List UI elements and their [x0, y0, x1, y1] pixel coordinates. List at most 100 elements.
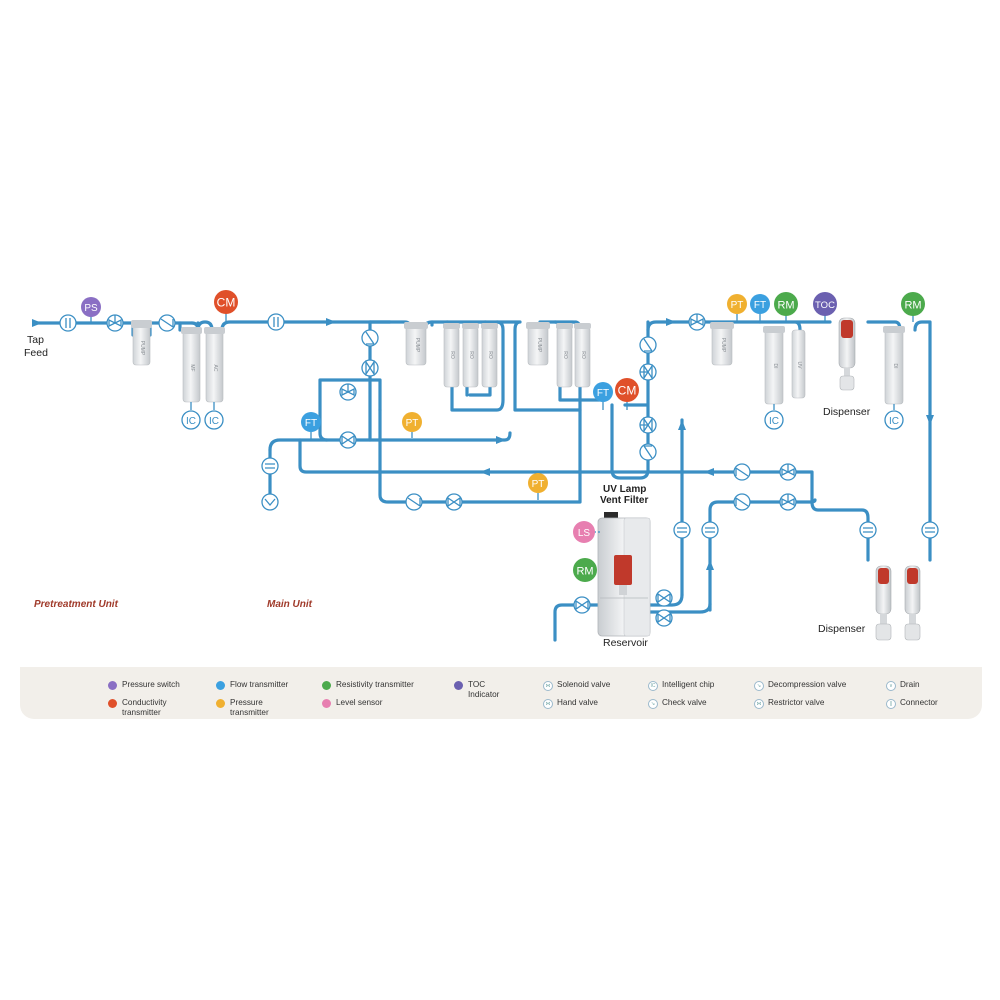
legend-resistivity: Resistivity transmitter: [322, 680, 442, 690]
svg-text:RM: RM: [904, 300, 921, 312]
dispenser-bottom-1[interactable]: [875, 565, 892, 641]
connector-icon: [673, 521, 691, 539]
legend-pressure-transmitter: Pressure transmitter: [216, 698, 286, 717]
svg-text:TOC: TOC: [815, 300, 835, 311]
check-valve-icon: [158, 314, 176, 332]
conductivity-sensor-icon: CM: [615, 378, 639, 410]
pressure-transmitter-icon: PT: [727, 294, 747, 322]
intelligent-chip-icon: IC: [648, 681, 658, 691]
restrictor-valve-icon: ⋈: [754, 699, 764, 709]
legend-toc: TOC Indicator: [454, 680, 509, 699]
cartridge-ac: AC: [204, 327, 225, 403]
arrow-icon: [496, 436, 506, 444]
arrow-icon: [480, 468, 490, 476]
pipe-ft-return: [268, 438, 329, 452]
level-sensor-icon: LS: [573, 521, 602, 543]
legend-connector: ||Connector: [886, 698, 966, 709]
check-valve-icon: ↘: [648, 699, 658, 709]
svg-text:DI: DI: [892, 364, 898, 369]
legend-drain: ∨Drain: [886, 680, 966, 691]
intelligent-chips: IC IC IC IC: [181, 402, 904, 430]
pipe-res-out: [648, 593, 712, 614]
svg-text:RO: RO: [562, 351, 568, 359]
legend: Pressure switch Conductivity transmitter…: [20, 667, 982, 719]
dispenser-bottom-2[interactable]: [904, 565, 921, 641]
cartridges: PUMP MF AC PUMP RO RO RO PUMP RO RO PUMP…: [131, 320, 905, 405]
cartridge-pump-pre: PUMP: [131, 320, 152, 366]
labels: Tap Feed Pretreatment Unit Main Unit UV …: [24, 334, 871, 649]
svg-text:CM: CM: [217, 296, 236, 310]
solenoid-valve-icon: [339, 383, 357, 401]
connector-icon: [701, 521, 719, 539]
check-valve-icon: [361, 329, 379, 347]
main-unit-label: Main Unit: [267, 599, 313, 610]
arrow-icon: [926, 415, 934, 425]
solenoid-valve-icon: [106, 314, 124, 332]
pipe-polish-top: [758, 320, 932, 422]
legend-restrictor-valve: ⋈Restrictor valve: [754, 698, 874, 709]
arrow-icon: [678, 420, 686, 430]
arrow-icon: [326, 318, 336, 326]
pressure-transmitter-icon: PT: [402, 412, 422, 438]
resistivity-sensor-icon: RM: [774, 292, 798, 322]
cartridge-pump-main-2: PUMP: [526, 322, 550, 366]
cartridge-ro-2: RO: [462, 323, 479, 388]
svg-text:PS: PS: [84, 303, 98, 314]
svg-text:AC: AC: [212, 365, 218, 372]
check-valve-icon: [639, 336, 657, 354]
connector-icon: [59, 314, 77, 332]
reservoir-label: Reservoir: [603, 637, 648, 649]
cartridge-ro-1: RO: [443, 323, 460, 388]
pretreatment-unit-label: Pretreatment Unit: [34, 599, 119, 610]
hand-valve-icon: [655, 589, 673, 607]
svg-text:RO: RO: [468, 351, 474, 359]
solenoid-valve-icon: [779, 463, 797, 481]
svg-text:DI: DI: [772, 364, 778, 369]
svg-text:IC: IC: [186, 416, 196, 427]
cartridge-di-1: DI: [763, 326, 785, 405]
level-sensor-icon: [322, 699, 331, 708]
toc-icon: [454, 681, 463, 690]
connector-icon: [261, 457, 279, 475]
pipe-disp-left: [810, 500, 870, 562]
dispenser-top[interactable]: [838, 317, 856, 391]
check-valve-icon: [733, 493, 751, 511]
flow-sensor-icon: FT: [750, 294, 770, 322]
connector-icon: [859, 521, 877, 539]
hand-valve-icon: [655, 609, 673, 627]
sensors: PS CM FT PT PT FT CM PT FT RM TOC RM LS …: [81, 290, 925, 582]
svg-text:RM: RM: [576, 566, 593, 578]
svg-text:MF: MF: [189, 364, 195, 371]
legend-decompression-valve: ↘Decompression valve: [754, 680, 874, 691]
cartridge-ro-4: RO: [556, 323, 573, 388]
flow-sensor-icon: FT: [301, 412, 321, 440]
svg-text:RO: RO: [580, 351, 586, 359]
cartridge-mf: MF: [181, 327, 202, 403]
pipe-lower-loop: [378, 408, 582, 504]
cartridge-uv: UV: [791, 329, 806, 399]
arrow-icon: [666, 318, 676, 326]
svg-text:PUMP: PUMP: [536, 338, 542, 353]
pipe-to-polish: [646, 320, 762, 332]
legend-hand-valve: ⋈Hand valve: [543, 698, 643, 709]
decompression-valve-icon: ↘: [754, 681, 764, 691]
pressure-transmitter-icon: [216, 699, 225, 708]
cartridge-ro-5: RO: [574, 323, 591, 388]
vent-filter-label: Vent Filter: [600, 495, 648, 506]
arrow-icon: [706, 560, 714, 570]
cartridge-pump-polish: PUMP: [710, 322, 734, 366]
resistivity-sensor-icon: RM: [901, 292, 925, 322]
conductivity-sensor-icon: CM: [214, 290, 238, 322]
cartridge-di-2: DI: [883, 326, 905, 405]
hand-valve-icon: [361, 359, 379, 377]
svg-text:PT: PT: [406, 418, 419, 429]
toc-indicator-icon: TOC: [813, 292, 837, 322]
solenoid-valve-icon: [688, 313, 706, 331]
drain-icon: ∨: [886, 681, 896, 691]
pipe-riser-2: [708, 498, 817, 612]
legend-solenoid-valve: ⋈Solenoid valve: [543, 680, 643, 691]
valves[interactable]: [106, 313, 797, 627]
intelligent-chip-icon: IC: [204, 402, 224, 430]
